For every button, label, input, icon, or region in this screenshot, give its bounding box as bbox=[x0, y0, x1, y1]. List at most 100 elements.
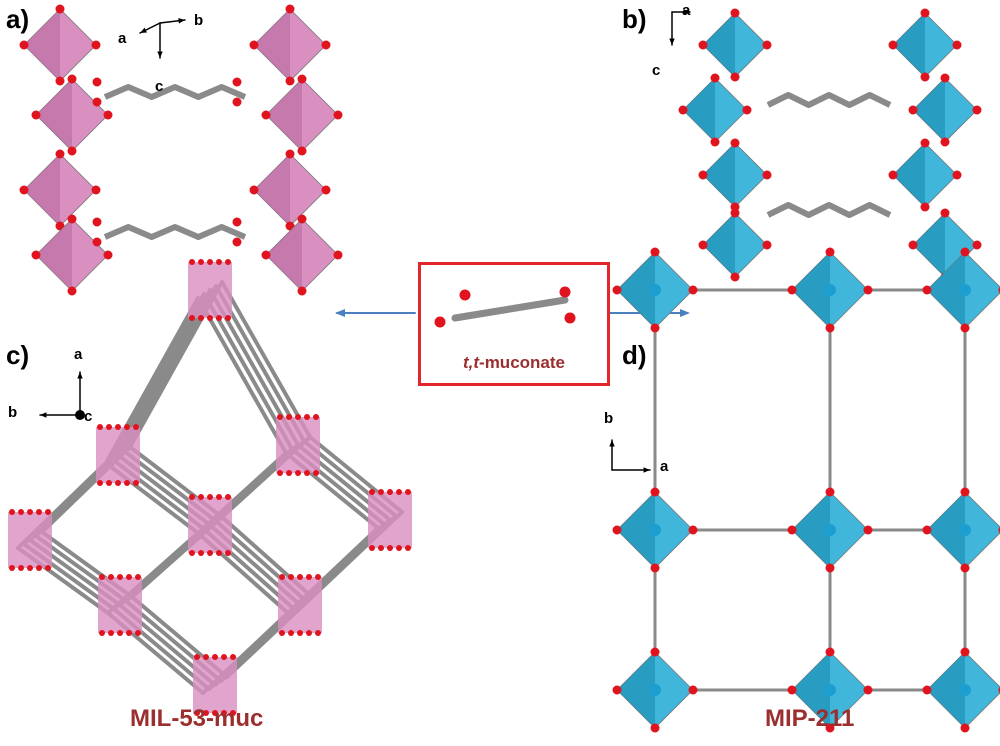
oxygen-atom bbox=[698, 240, 708, 250]
oxygen-atom bbox=[297, 574, 303, 580]
mil-53-node bbox=[278, 577, 322, 633]
oxygen-atom bbox=[650, 563, 660, 573]
oxygen-atom bbox=[369, 545, 375, 551]
oxygen-atom bbox=[106, 424, 112, 430]
oxygen-atom bbox=[249, 40, 259, 50]
octahedron-face bbox=[893, 13, 925, 77]
axis-b-label: b bbox=[194, 12, 204, 29]
oxygen-atom bbox=[36, 509, 42, 515]
oxygen-atom bbox=[232, 77, 242, 87]
oxygen-atom bbox=[9, 509, 15, 515]
mil-53-node bbox=[8, 512, 52, 568]
oxygen-atom bbox=[124, 424, 130, 430]
oxygen-atom bbox=[698, 170, 708, 180]
oxygen-atom bbox=[787, 285, 797, 295]
oxygen-atom bbox=[559, 286, 571, 298]
oxygen-atom bbox=[198, 494, 204, 500]
oxygen-atom bbox=[207, 315, 213, 321]
panel-c-label: c) bbox=[6, 340, 30, 370]
oxygen-atom bbox=[133, 424, 139, 430]
metal-atom bbox=[959, 524, 971, 536]
oxygen-atom bbox=[189, 494, 195, 500]
oxygen-atom bbox=[688, 685, 698, 695]
oxygen-atom bbox=[730, 8, 740, 18]
octahedron-face bbox=[927, 252, 965, 328]
oxygen-atom bbox=[972, 105, 982, 115]
mil-53-node bbox=[98, 577, 142, 633]
oxygen-atom bbox=[232, 217, 242, 227]
oxygen-atom bbox=[91, 185, 101, 195]
oxygen-atom bbox=[960, 563, 970, 573]
oxygen-atom bbox=[203, 654, 209, 660]
octahedron-face bbox=[36, 219, 72, 291]
oxygen-atom bbox=[36, 565, 42, 571]
oxygen-atom bbox=[99, 630, 105, 636]
oxygen-atom bbox=[18, 509, 24, 515]
oxygen-atom bbox=[97, 480, 103, 486]
panel-b-label: b) bbox=[622, 4, 647, 34]
oxygen-atom bbox=[888, 40, 898, 50]
oxygen-atom bbox=[940, 208, 950, 218]
oxygen-atom bbox=[920, 202, 930, 212]
octahedron-face bbox=[703, 143, 735, 207]
octahedron-face bbox=[792, 252, 830, 328]
oxygen-atom bbox=[960, 647, 970, 657]
oxygen-atom bbox=[232, 237, 242, 247]
oxygen-atom bbox=[279, 574, 285, 580]
oxygen-atom bbox=[55, 149, 65, 159]
oxygen-atom bbox=[688, 285, 698, 295]
axis-b-label: b bbox=[604, 410, 614, 427]
oxygen-atom bbox=[18, 565, 24, 571]
panel-d-label: d) bbox=[622, 340, 647, 370]
oxygen-atom bbox=[19, 185, 29, 195]
oxygen-atom bbox=[825, 723, 835, 733]
oxygen-atom bbox=[207, 550, 213, 556]
axis-b-arrow-head bbox=[178, 18, 185, 24]
oxygen-atom bbox=[612, 685, 622, 695]
oxygen-atom bbox=[434, 316, 446, 328]
oxygen-atom bbox=[55, 4, 65, 14]
axis-b-arrow-head bbox=[609, 440, 615, 447]
axis-a-label: a bbox=[682, 2, 691, 19]
oxygen-atom bbox=[315, 630, 321, 636]
muconate-backbone bbox=[451, 296, 569, 322]
octahedron-face bbox=[24, 9, 60, 81]
oxygen-atom bbox=[920, 72, 930, 82]
oxygen-atom bbox=[297, 74, 307, 84]
oxygen-atom bbox=[972, 240, 982, 250]
oxygen-atom bbox=[650, 723, 660, 733]
oxygen-atom bbox=[67, 74, 77, 84]
oxygen-atom bbox=[297, 286, 307, 296]
oxygen-atom bbox=[825, 647, 835, 657]
oxygen-atom bbox=[730, 72, 740, 82]
muconate-linker bbox=[103, 224, 247, 240]
mil-53-node bbox=[188, 262, 232, 318]
oxygen-atom bbox=[261, 110, 271, 120]
oxygen-atom bbox=[194, 710, 200, 716]
oxygen-atom bbox=[55, 76, 65, 86]
oxygen-atom bbox=[333, 110, 343, 120]
oxygen-atom bbox=[124, 480, 130, 486]
oxygen-atom bbox=[198, 315, 204, 321]
oxygen-atom bbox=[115, 480, 121, 486]
oxygen-atom bbox=[742, 105, 752, 115]
metal-atom bbox=[649, 284, 661, 296]
octahedron-face bbox=[254, 9, 290, 81]
metal-atom bbox=[649, 524, 661, 536]
octahedron-face bbox=[893, 143, 925, 207]
oxygen-atom bbox=[863, 685, 873, 695]
octahedron-face bbox=[913, 213, 945, 277]
oxygen-atom bbox=[92, 217, 102, 227]
oxygen-atom bbox=[863, 525, 873, 535]
oxygen-atom bbox=[31, 110, 41, 120]
octahedron-face bbox=[792, 492, 830, 568]
oxygen-atom bbox=[45, 565, 51, 571]
oxygen-atom bbox=[564, 312, 576, 324]
oxygen-atom bbox=[261, 250, 271, 260]
muconate-linker-box: t,t-muconate bbox=[418, 262, 610, 386]
oxygen-atom bbox=[787, 685, 797, 695]
oxygen-atom bbox=[297, 630, 303, 636]
oxygen-atom bbox=[27, 565, 33, 571]
oxygen-atom bbox=[863, 285, 873, 295]
oxygen-atom bbox=[91, 40, 101, 50]
